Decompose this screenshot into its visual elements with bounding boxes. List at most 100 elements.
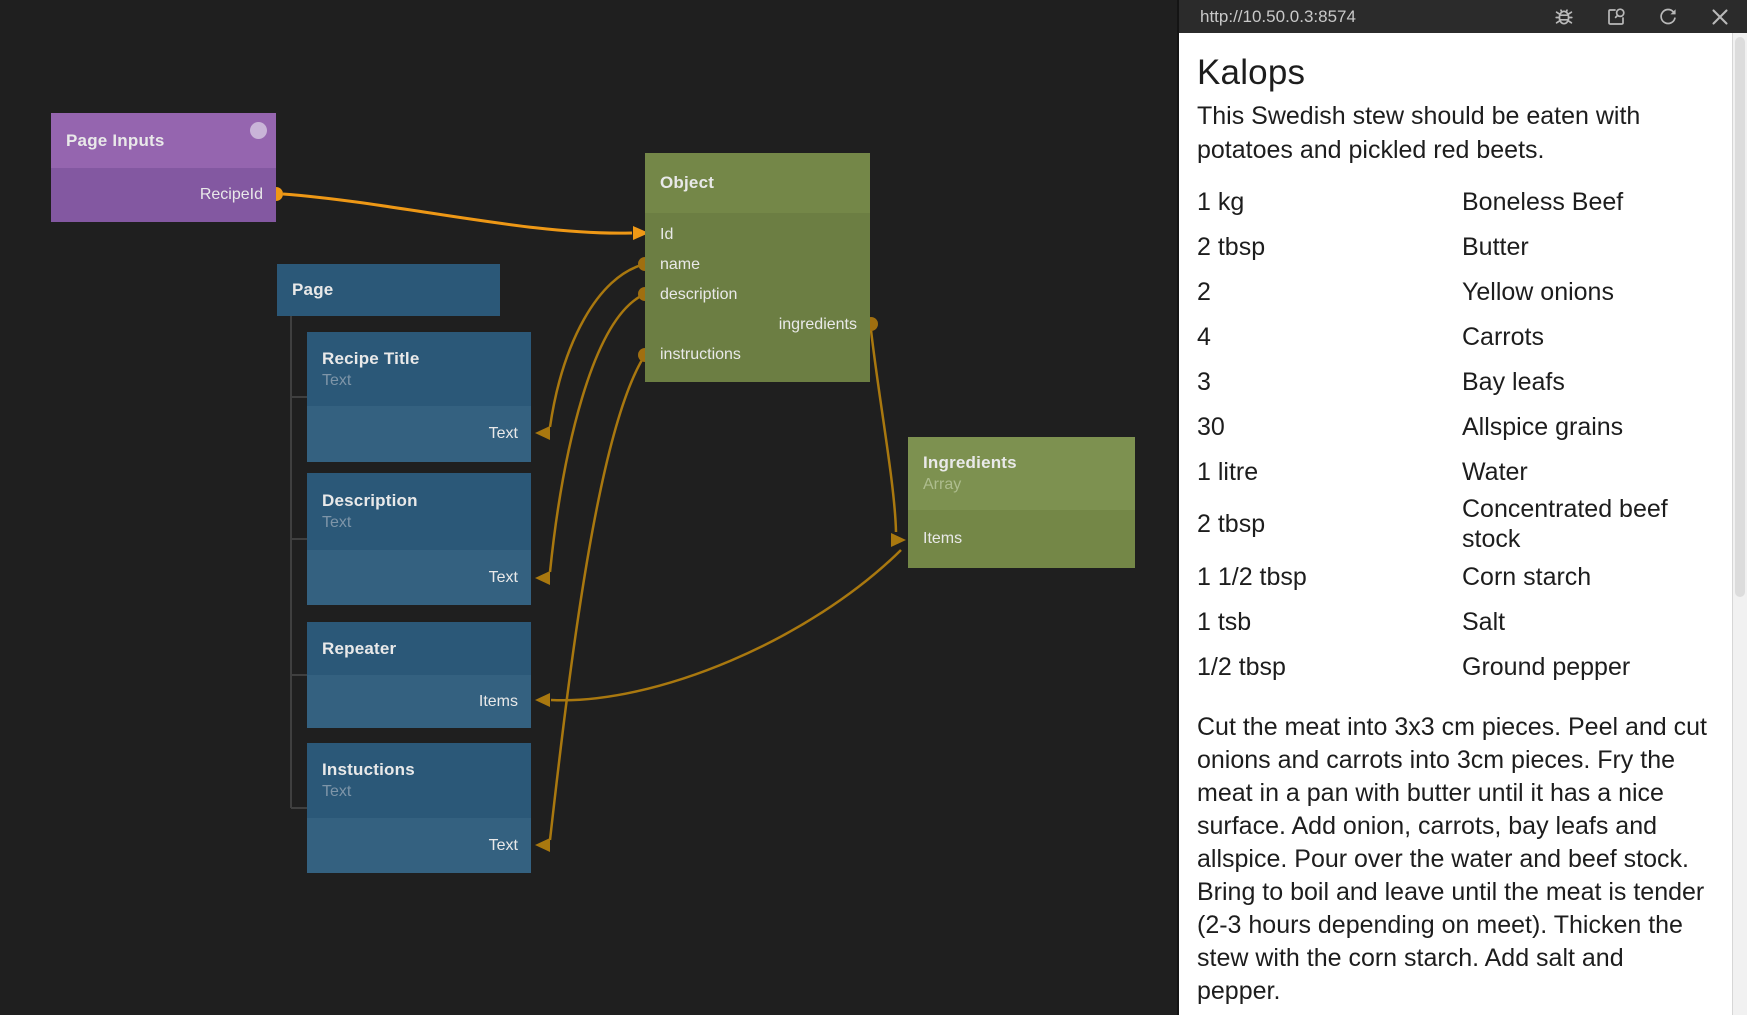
object-row-description[interactable]: description [660, 286, 738, 303]
node-description-body: Text [307, 550, 531, 605]
node-ingredients[interactable]: Ingredients Array Items [908, 437, 1135, 568]
ingredient-row: 3 Bay leafs [1197, 359, 1722, 404]
wire-instructions-to-instuctions [548, 354, 647, 841]
input-text-label: Text [488, 425, 518, 442]
recipe-description: This Swedish stew should be eaten with p… [1197, 102, 1641, 164]
node-ingredients-header: Ingredients Array [908, 437, 1135, 510]
ingredient-qty: 1 kg [1197, 187, 1245, 216]
object-row-name[interactable]: name [660, 256, 701, 273]
node-subtitle: Text [322, 371, 352, 389]
inspect-icon[interactable] [1603, 4, 1629, 30]
node-description[interactable]: Description Text Text [307, 473, 531, 605]
node-instuctions-body: Text [307, 818, 531, 873]
ingredient-list: 1 kg Boneless Beef 2 tbsp Butter 2 Yello… [1197, 179, 1722, 689]
ingredient-row: 2 Yellow onions [1197, 269, 1722, 314]
node-description-header: Description Text [307, 473, 531, 550]
ingredient-qty: 4 [1197, 322, 1211, 351]
ingredient-row: 2 tbsp Butter [1197, 224, 1722, 269]
node-title: Recipe Title [322, 348, 420, 368]
url-field[interactable]: http://10.50.0.3:8574 [1200, 6, 1356, 26]
input-items-label: Items [923, 530, 963, 547]
ingredient-name: Allspice grains [1462, 412, 1624, 441]
refresh-icon[interactable] [1655, 4, 1681, 30]
object-row-instructions[interactable]: instructions [660, 346, 741, 363]
node-title: Instuctions [322, 760, 415, 779]
input-text-label: Text [488, 568, 518, 586]
arrowhead-description [535, 571, 550, 585]
ingredient-name: Bay leafs [1462, 367, 1565, 396]
ingredient-qty: 3 [1197, 367, 1211, 396]
node-repeater-header: Repeater [307, 622, 531, 675]
ingredient-row: 4 Carrots [1197, 314, 1722, 359]
ingredient-name: Carrots [1462, 322, 1544, 351]
ingredient-qty: 1 tsb [1197, 607, 1252, 636]
arrowhead-repeater [535, 693, 550, 707]
tree-line [290, 316, 307, 809]
ingredient-row: 30 Allspice grains [1197, 404, 1722, 449]
debug-icon[interactable] [1551, 4, 1577, 30]
ingredient-name: Ground pepper [1462, 652, 1631, 681]
node-repeater-body: Items [307, 675, 531, 728]
ingredient-name: Salt [1462, 607, 1506, 636]
node-subtitle: Array [923, 476, 962, 493]
node-title: Repeater [322, 638, 397, 658]
node-object-rows: Id name description ingredients instruct… [645, 213, 870, 370]
ingredient-row: 1/2 tbsp Ground pepper [1197, 644, 1722, 689]
ingredient-qty: 2 [1197, 277, 1211, 306]
node-page-inputs-body: RecipeId [51, 168, 276, 222]
node-editor-canvas[interactable]: Page Inputs RecipeId Page Recipe Title T… [0, 0, 1177, 1015]
recipe-title: Kalops [1197, 53, 1306, 92]
node-instuctions[interactable]: Instuctions Text Text [307, 743, 531, 873]
node-page-inputs[interactable]: Page Inputs RecipeId [51, 113, 276, 222]
panel-scrollbar[interactable] [1732, 33, 1747, 1015]
preview-toolbar: http://10.50.0.3:8574 [1179, 0, 1747, 33]
node-title: Page [292, 280, 334, 299]
ingredient-row: 2 tbsp Concentrated beef stock [1197, 494, 1722, 554]
ingredient-qty: 2 tbsp [1197, 232, 1266, 261]
ingredient-row: 1 kg Boneless Beef [1197, 179, 1722, 224]
node-object[interactable]: Object Id name description ingredients i… [645, 153, 870, 382]
node-object-header: Object [645, 153, 870, 213]
object-row-id[interactable]: Id [660, 226, 674, 243]
ingredient-name: Water [1462, 457, 1528, 486]
node-title: Ingredients [923, 453, 1017, 472]
node-recipe-title-body: Text [307, 406, 531, 462]
wire-description-to-description [548, 292, 646, 573]
input-text-label: Text [488, 836, 518, 854]
ingredient-qty: 1 litre [1197, 457, 1259, 486]
node-status-dot [250, 122, 267, 139]
node-recipe-title[interactable]: Recipe Title Text Text [307, 332, 531, 462]
ingredient-name: Corn starch [1462, 562, 1592, 591]
arrowhead-recipetitle [535, 426, 550, 440]
node-repeater[interactable]: Repeater Items [307, 622, 531, 728]
ingredient-name: Butter [1462, 232, 1529, 261]
output-recipeid-label: RecipeId [199, 186, 263, 203]
ingredient-name: Boneless Beef [1462, 187, 1624, 216]
node-title: Description [322, 491, 418, 510]
node-page-header: Page [277, 264, 500, 316]
ingredient-name: Yellow onions [1462, 277, 1614, 306]
ingredient-row: 1 1/2 tbsp Corn starch [1197, 554, 1722, 599]
ingredient-qty: 1/2 tbsp [1197, 652, 1286, 681]
ingredient-qty: 1 1/2 tbsp [1197, 562, 1307, 591]
recipe-instructions: Cut the meat into 3x3 cm pieces. Peel an… [1197, 713, 1707, 1005]
wire-name-to-recipetitle [548, 262, 646, 428]
close-icon[interactable] [1707, 4, 1733, 30]
wire-recipeid-to-id [282, 192, 633, 235]
node-page[interactable]: Page [277, 264, 500, 316]
node-recipe-title-header: Recipe Title Text [307, 332, 531, 406]
preview-panel: http://10.50.0.3:8574 [1177, 0, 1747, 1015]
arrowhead-id [633, 226, 649, 240]
scrollbar-thumb[interactable] [1735, 37, 1745, 597]
wire-layer [269, 187, 906, 852]
ingredient-name: Concentrated beef stock [1462, 495, 1668, 553]
object-row-ingredients[interactable]: ingredients [778, 316, 857, 333]
ingredient-qty: 30 [1197, 412, 1225, 441]
ingredient-row: 1 litre Water [1197, 449, 1722, 494]
node-subtitle: Text [322, 783, 352, 800]
preview-content: Kalops This Swedish stew should be eaten… [1179, 33, 1732, 1015]
wire-items-to-repeater [550, 549, 902, 702]
node-subtitle: Text [322, 514, 352, 531]
wire-ingredients-to-array [869, 329, 898, 533]
node-page-inputs-header: Page Inputs [51, 113, 276, 168]
